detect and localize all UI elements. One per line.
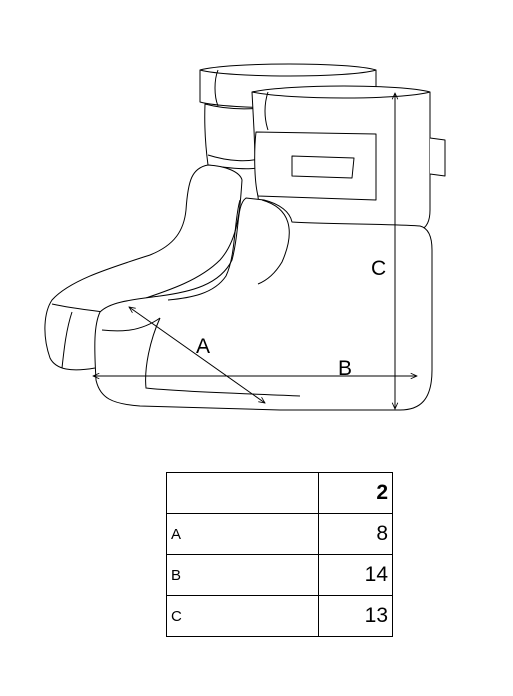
measurement-value-cell: 13 [318, 595, 393, 637]
size-table: 2 A 8 B 14 C 13 [166, 472, 393, 637]
table-row: C 13 [166, 595, 393, 637]
measurement-label-cell: C [166, 595, 319, 637]
measurement-value-cell: 8 [318, 513, 393, 555]
header-label-cell [166, 472, 319, 514]
table-row: B 14 [166, 554, 393, 596]
measurement-label-cell: A [166, 513, 319, 555]
front-bootie [94, 85, 446, 411]
measurement-value-cell: 14 [318, 554, 393, 596]
dimension-line-a [129, 307, 265, 403]
label-c: C [371, 257, 386, 280]
bootie-measurement-drawing: A B C [44, 63, 446, 411]
size-header-cell: 2 [318, 472, 393, 514]
label-b: B [338, 357, 352, 380]
measurement-label-cell: B [166, 554, 319, 596]
table-row: A 8 [166, 513, 393, 555]
table-header-row: 2 [166, 472, 393, 514]
label-a: A [196, 335, 210, 358]
